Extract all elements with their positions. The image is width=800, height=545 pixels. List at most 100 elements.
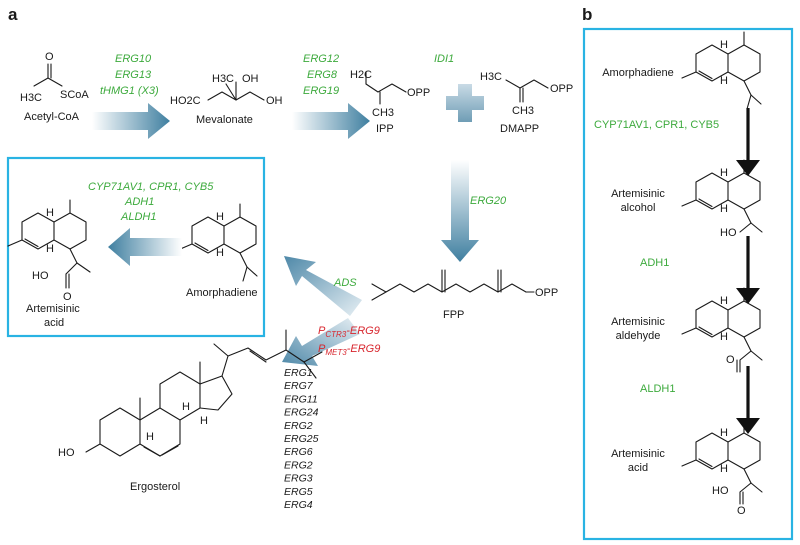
fpp-label: FPP (443, 309, 464, 321)
ipp-methyl: CH3 (372, 107, 394, 119)
dmapp-label: DMAPP (500, 123, 539, 135)
artemisinic-acid-label-1: Artemisinic (26, 303, 80, 315)
fpp-structure: OPP (371, 269, 558, 301)
amorphadiene-structure: H H (177, 203, 258, 282)
dmapp-structure: H3C CH3 OPP (480, 71, 573, 117)
panel-b-pathway: AmorphadieneHHArtemisinicalcoholHHHOArte… (594, 31, 763, 517)
acetyl-coa-scoa: SCoA (60, 89, 89, 101)
stereo-h: H (720, 203, 728, 215)
ipp-structure: H2C CH3 OPP (350, 69, 430, 119)
fpp-opp: OPP (535, 287, 558, 299)
acetyl-coa-oxygen: O (45, 51, 54, 63)
gene-erg10: ERG10 (115, 53, 152, 65)
panel-b-enzyme: ADH1 (640, 257, 669, 269)
gene-ads: ADS (333, 277, 357, 289)
stereo-h: H (720, 427, 728, 439)
arrow-dmapp-to-fpp (441, 160, 479, 262)
artemisinic-acid-box (6, 156, 266, 338)
stereo-h: H (720, 75, 728, 87)
arrowhead-icon (736, 160, 760, 176)
ipp-methylene: H2C (350, 69, 372, 81)
stereo-h: H (720, 331, 728, 343)
stereo-h: H (720, 295, 728, 307)
artemisinic-acid-structure: H H HO O (7, 199, 91, 303)
dmapp-opp: OPP (550, 83, 573, 95)
ergosterol-gene: ERG25 (284, 433, 319, 445)
mevalonate-label: Mevalonate (196, 114, 253, 126)
panel-label-a: a (8, 5, 18, 24)
ergosterol-hydroxyl: HO (58, 447, 75, 459)
dmapp-methyl-2: CH3 (512, 105, 534, 117)
acid-hydroxyl: HO (712, 485, 729, 497)
panel-b-step-label: Amorphadiene (602, 67, 674, 79)
ergosterol-gene: ERG2 (284, 459, 313, 471)
ergosterol-stereo-h-1: H (146, 431, 154, 443)
artemisinic-acid-hydroxyl: HO (32, 270, 49, 282)
amorphadiene-stereo-h-top: H (216, 211, 224, 223)
panel-b-enzyme: ALDH1 (640, 383, 675, 395)
artemisinic-acid-oxygen: O (63, 291, 72, 303)
plus-symbol-icon (446, 84, 484, 122)
gene-erg19: ERG19 (303, 85, 339, 97)
promoter-ctr3: PCTR3-ERG9 (318, 325, 380, 339)
panel-label-b: b (582, 5, 592, 24)
aldehyde-oxygen: O (726, 354, 735, 366)
panel-b-step-label: Artemisinic (611, 316, 665, 328)
arrow-fpp-to-ergosterol (282, 318, 360, 366)
panel-b-molecule: H H HO (681, 159, 763, 239)
ipp-label: IPP (376, 123, 394, 135)
ergosterol-gene: ERG11 (284, 393, 318, 405)
artemisinic-acid-label-2: acid (44, 317, 64, 329)
gene-erg13: ERG13 (115, 69, 152, 81)
mevalonate-oh-1: OH (242, 73, 259, 85)
ergosterol-stereo-h-2: H (182, 401, 190, 413)
panel-b-step-label: alcohol (621, 202, 656, 214)
ergosterol-gene: ERG7 (284, 380, 314, 392)
acetyl-coa-label: Acetyl-CoA (24, 111, 80, 123)
mevalonate-acid: HO2C (170, 95, 201, 107)
panel-b-box (582, 27, 794, 541)
panel-b-molecule: HHO (681, 287, 763, 373)
arrow-amorphadiene-to-artemisinic-acid (108, 228, 182, 266)
promoter-met3: PMET3-ERG9 (318, 343, 380, 357)
stereo-h: H (720, 39, 728, 51)
stereo-h: H (720, 167, 728, 179)
ergosterol-stereo-h-3: H (200, 415, 208, 427)
gene-idi1: IDI1 (434, 53, 454, 65)
panel-b-step-label: acid (628, 462, 648, 474)
panel-b-enzyme: CYP71AV1, CPR1, CYB5 (594, 119, 719, 131)
arrow-fpp-to-amorphadiene (284, 256, 362, 316)
arrow-acetylcoa-to-mevalonate (92, 103, 170, 139)
ipp-opp: OPP (407, 87, 430, 99)
gene-erg12: ERG12 (303, 53, 339, 65)
arrowhead-icon (736, 288, 760, 304)
gene-erg8: ERG8 (307, 69, 338, 81)
gene-cyp71av1: CYP71AV1, CPR1, CYB5 (88, 181, 214, 193)
panel-b-step-label: Artemisinic (611, 448, 665, 460)
panel-b-step-label: Artemisinic (611, 188, 665, 200)
stereo-h: H (720, 463, 728, 475)
ergosterol-gene: ERG2 (284, 420, 313, 432)
mevalonate-oh-2: OH (266, 95, 283, 107)
ergosterol-structure: HO H H H (58, 329, 323, 459)
acetyl-coa-structure: H3C SCoA O (20, 51, 89, 104)
artemisinic-acid-stereo-h-bottom: H (46, 243, 54, 255)
ergosterol-gene: ERG24 (284, 407, 319, 419)
ergosterol-gene: ERG3 (284, 473, 313, 485)
gene-aldh1: ALDH1 (120, 211, 156, 223)
amorphadiene-label: Amorphadiene (186, 287, 258, 299)
hydroxyl-group: HO (720, 227, 737, 239)
acetyl-coa-methyl: H3C (20, 92, 42, 104)
mevalonate-methyl: H3C (212, 73, 234, 85)
ergosterol-gene-list: ERG1ERG7ERG11ERG24ERG2ERG25ERG6ERG2ERG3E… (284, 367, 319, 511)
gene-thmg1: tHMG1 (X3) (100, 85, 159, 97)
gene-adh1: ADH1 (124, 196, 154, 208)
ergosterol-gene: ERG4 (284, 499, 313, 511)
panel-b-molecule: HH (681, 31, 762, 110)
ergosterol-gene: ERG1 (284, 367, 313, 379)
ergosterol-label: Ergosterol (130, 481, 180, 493)
gene-erg20: ERG20 (470, 195, 507, 207)
panel-b-step-label: aldehyde (616, 330, 661, 342)
